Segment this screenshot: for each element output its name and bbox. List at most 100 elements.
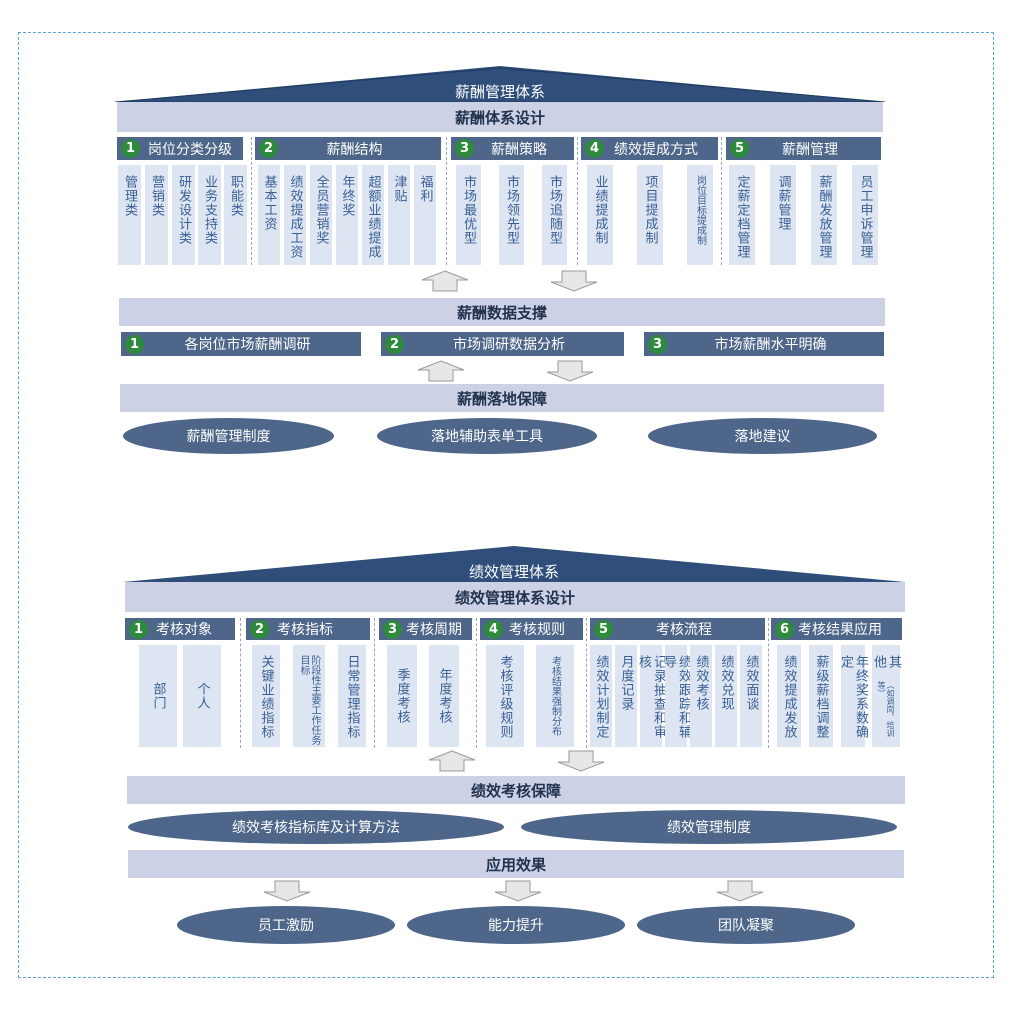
salary-item: 薪酬发放管理	[811, 165, 837, 265]
down-arrow-icon	[546, 360, 594, 382]
number-badge: 2	[385, 334, 404, 354]
salary-item: 定薪定档管理	[729, 165, 755, 265]
salary-roof	[115, 66, 885, 102]
performance-guarantee-item: 绩效管理制度	[521, 810, 897, 844]
header-label: 考核指标	[277, 622, 333, 638]
down-arrow-icon	[557, 750, 605, 772]
salary-item: 超额业绩提成	[362, 165, 384, 265]
header-label: 考核周期	[406, 622, 462, 638]
salary-cat-header-2: 2 薪酬结构	[255, 137, 441, 160]
salary-design-bar: 薪酬体系设计	[117, 102, 883, 132]
performance-item: 季度考核	[387, 645, 417, 747]
down-arrow-icon	[494, 880, 542, 902]
down-arrow-icon	[263, 880, 311, 902]
header-label: 考核对象	[156, 622, 212, 638]
number-badge: 4	[484, 619, 503, 639]
number-badge: 2	[250, 619, 269, 639]
performance-item: 考核结果强制分布	[536, 645, 574, 747]
performance-item: 绩效考核	[690, 645, 712, 747]
salary-data-header-1: 1 各岗位市场薪酬调研	[121, 332, 361, 356]
salary-item: 基本工资	[258, 165, 280, 265]
diagram-frame	[18, 32, 994, 978]
separator	[240, 618, 241, 748]
performance-item: 薪级薪档调整	[809, 645, 833, 747]
performance-item: 绩效跟踪和辅导	[661, 645, 691, 747]
salary-item: 管理类	[118, 165, 141, 265]
other-label: 其他	[871, 655, 901, 669]
performance-cat-header-5: 5 考核流程	[590, 618, 765, 640]
number-badge: 1	[125, 334, 144, 354]
performance-cat-header-2: 2 考核指标	[246, 618, 370, 640]
header-label: 薪酬策略	[491, 141, 547, 158]
performance-item: 部门	[139, 645, 177, 747]
salary-item: 调薪管理	[770, 165, 796, 265]
up-arrow-icon	[421, 270, 469, 292]
number-badge: 3	[455, 139, 474, 158]
salary-landing-item: 落地辅助表单工具	[377, 418, 597, 454]
separator	[374, 618, 375, 748]
performance-cat-header-4: 4 考核规则	[480, 618, 583, 640]
salary-item: 职能类	[224, 165, 247, 265]
performance-item: 其他 （如调岗、培训等）	[871, 645, 901, 747]
separator	[251, 137, 252, 265]
salary-item: 业务支持类	[198, 165, 221, 265]
salary-item: 岗位目标提成制	[687, 165, 713, 265]
salary-landing-item: 落地建议	[648, 418, 877, 454]
performance-item: 月度记录	[615, 645, 637, 747]
salary-data-header-3: 3 市场薪酬水平明确	[644, 332, 884, 356]
number-badge: 5	[730, 139, 749, 158]
header-label: 绩效提成方式	[614, 141, 698, 158]
performance-item: 绩效计划制定	[590, 645, 612, 747]
performance-item: 记录抽查和审核	[636, 645, 666, 747]
salary-cat-header-4: 4 绩效提成方式	[581, 137, 718, 160]
salary-item: 福利	[414, 165, 436, 265]
down-arrow-icon	[716, 880, 764, 902]
performance-cat-header-1: 1 考核对象	[125, 618, 235, 640]
performance-guarantee-bar: 绩效考核保障	[127, 776, 905, 804]
salary-item: 市场领先型	[499, 165, 524, 265]
performance-item: 考核评级规则	[486, 645, 524, 747]
salary-landing-bar: 薪酬落地保障	[120, 384, 884, 412]
performance-design-bar: 绩效管理体系设计	[125, 582, 905, 612]
number-badge: 2	[259, 139, 278, 158]
salary-cat-header-5: 5 薪酬管理	[726, 137, 881, 160]
separator	[577, 137, 578, 265]
performance-roof-title: 绩效管理体系	[468, 562, 559, 581]
separator	[446, 137, 447, 265]
separator	[721, 137, 722, 265]
performance-item: 阶段性主要工作任务目标	[293, 645, 325, 747]
salary-item: 市场追随型	[542, 165, 567, 265]
number-badge: 5	[594, 619, 613, 639]
other-note: （如调岗、培训等）	[877, 680, 895, 737]
salary-item: 全员营销奖	[310, 165, 332, 265]
performance-item: 日常管理指标	[338, 645, 366, 747]
performance-cat-header-3: 3 考核周期	[379, 618, 472, 640]
up-arrow-icon	[428, 750, 476, 772]
number-badge: 6	[775, 619, 794, 639]
header-label: 考核流程	[656, 622, 712, 638]
header-label: 薪酬结构	[326, 141, 383, 158]
up-arrow-icon	[417, 360, 465, 382]
salary-item: 津贴	[388, 165, 410, 265]
performance-effect-item: 员工激励	[177, 906, 395, 944]
separator	[476, 618, 477, 748]
header-label: 市场调研数据分析	[453, 337, 565, 353]
number-badge: 1	[129, 619, 148, 639]
salary-landing-item: 薪酬管理制度	[123, 418, 334, 454]
performance-item: 关键业绩指标	[252, 645, 280, 747]
performance-item: 绩效面谈	[740, 645, 762, 747]
salary-item: 市场最优型	[456, 165, 481, 265]
salary-item: 营销类	[145, 165, 168, 265]
header-label: 薪酬管理	[782, 141, 838, 158]
performance-item: 绩效提成发放	[777, 645, 801, 747]
salary-cat-header-3: 3 薪酬策略	[451, 137, 574, 160]
down-arrow-icon	[550, 270, 598, 292]
performance-item: 个人	[183, 645, 221, 747]
performance-cat-header-6: 6 考核结果应用	[771, 618, 902, 640]
salary-item: 项目提成制	[637, 165, 663, 265]
salary-cat-header-1: 1 岗位分类分级	[117, 137, 243, 160]
performance-guarantee-item: 绩效考核指标库及计算方法	[128, 810, 504, 844]
number-badge: 4	[585, 139, 604, 158]
header-label: 各岗位市场薪酬调研	[184, 337, 311, 353]
header-label: 岗位分类分级	[148, 141, 232, 158]
